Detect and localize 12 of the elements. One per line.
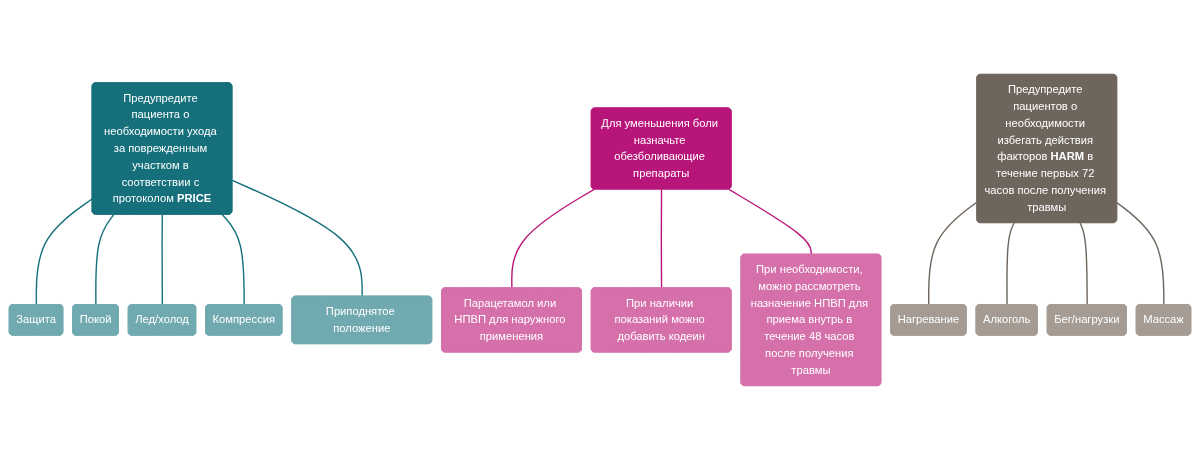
connector [1116, 202, 1165, 306]
connector [660, 188, 663, 289]
connector [928, 201, 978, 306]
connector [511, 188, 595, 289]
connector [35, 198, 94, 306]
connector [231, 179, 363, 298]
connector [728, 188, 812, 256]
connector [1006, 222, 1015, 306]
connector [1079, 222, 1088, 306]
connector [95, 213, 115, 306]
connector [221, 213, 245, 306]
connector [161, 213, 164, 306]
